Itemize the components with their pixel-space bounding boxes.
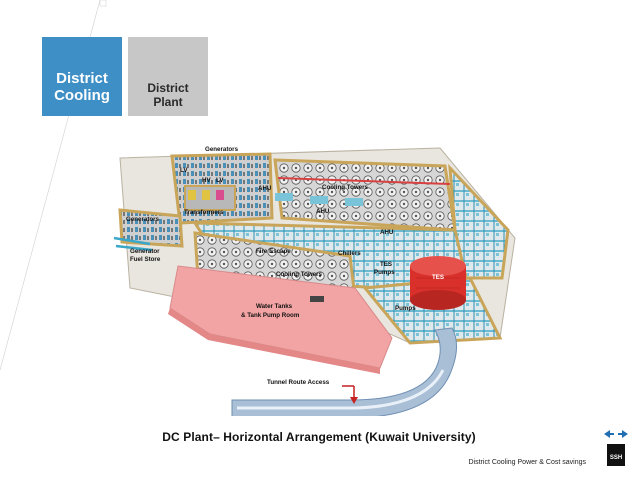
label-ahu-3: AHU — [380, 229, 394, 236]
ssh-logo: SSH — [604, 430, 628, 466]
ssh-logo-text: SSH — [610, 455, 622, 461]
label-tes-pumps-1: TES — [380, 261, 392, 268]
label-generators-top: Generators — [205, 146, 239, 153]
plant-arrangement-diagram: Generators LV HV LV Transformers Generat… — [113, 146, 516, 416]
label-tes-pumps-2: Pumps — [374, 269, 395, 276]
label-cooling-towers-bottom: Cooling Towers — [276, 271, 323, 278]
label-transformers: Transformers — [184, 209, 224, 216]
label-ahu-2: AHU — [316, 208, 330, 215]
label-lv-right: LV — [216, 177, 224, 184]
label-ahu-1: AHU — [258, 185, 272, 192]
tab-district-cooling-line2: Cooling — [54, 87, 110, 105]
label-fuel-store-1: Generator — [130, 248, 160, 255]
tab-district-cooling-line1: District — [56, 70, 108, 87]
label-water-tanks-2: & Tank Pump Room — [241, 312, 300, 319]
generators-left-block — [118, 208, 184, 248]
tes-tank — [410, 256, 466, 310]
label-pumps: Pumps — [395, 305, 416, 312]
label-water-tanks-1: Water Tanks — [256, 303, 293, 310]
tab-district-plant[interactable]: District Plant — [128, 37, 208, 116]
tab-district-plant-line1: District — [147, 81, 189, 95]
cooling-towers-top — [273, 158, 457, 232]
label-fire-escape: Fire Escape — [256, 248, 291, 255]
footer-text: District Cooling Power & Cost savings — [468, 459, 587, 466]
tab-district-plant-line2: Plant — [153, 94, 183, 109]
generator-pipes-left — [113, 236, 153, 252]
label-chillers: Chillers — [338, 250, 361, 257]
label-tunnel: Tunnel Route Access — [267, 379, 330, 386]
diagram-labels: Generators LV HV LV Transformers Generat… — [126, 146, 444, 386]
slide-caption: DC Plant– Horizontal Arrangement (Kuwait… — [162, 430, 476, 444]
label-tes: TES — [432, 274, 444, 281]
tab-district-cooling[interactable]: District Cooling — [42, 37, 122, 116]
label-lv-left: LV — [180, 167, 188, 174]
label-hv: HV — [202, 177, 211, 184]
label-cooling-towers-top: Cooling Towers — [322, 184, 369, 191]
right-wing — [448, 163, 510, 280]
label-fuel-store-2: Fuel Store — [130, 256, 161, 263]
label-generators-left: Generators — [126, 216, 160, 223]
